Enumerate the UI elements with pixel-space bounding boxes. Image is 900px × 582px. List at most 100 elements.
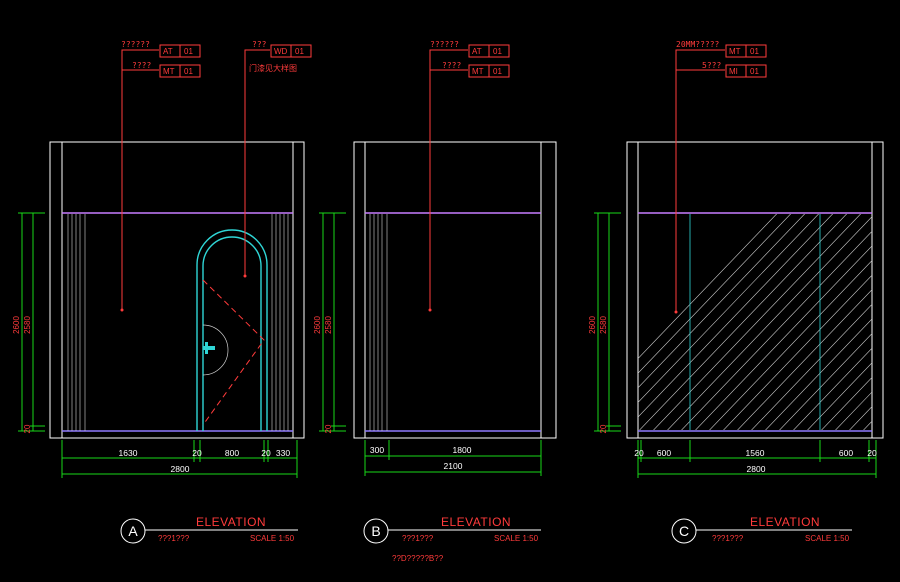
svg-text:WD: WD	[274, 47, 288, 56]
svg-text:5???: 5???	[702, 61, 721, 70]
svg-text:2800: 2800	[171, 464, 190, 474]
hatch-line	[821, 376, 872, 430]
door-note: 门漆见大样图	[249, 63, 297, 73]
horizontal-dimension-c: 20 600 1560 600 20 2800	[634, 440, 877, 478]
svg-text:??????: ??????	[121, 40, 150, 49]
svg-text:2580: 2580	[599, 316, 608, 334]
svg-text:01: 01	[750, 67, 759, 76]
horizontal-dimension-a: 1630 20 800 20 330 2800	[61, 440, 298, 478]
svg-text:20: 20	[192, 448, 202, 458]
hatch-line	[751, 303, 872, 430]
svg-text:20: 20	[324, 424, 333, 433]
hatch-line	[638, 214, 819, 403]
svg-text:01: 01	[750, 47, 759, 56]
title-block-a: A ELEVATION ???1??? SCALE 1:50	[120, 515, 298, 544]
elevation-marker-c	[671, 518, 697, 544]
material-tag-wd-a: ??? WD 01 门漆见大样图	[249, 40, 312, 73]
vertical-dimension-a: 2600 2580 20	[12, 212, 45, 433]
svg-text:20: 20	[634, 448, 644, 458]
hatch-line	[868, 200, 900, 440]
hatch-line	[709, 260, 872, 430]
svg-text:300: 300	[370, 445, 384, 455]
svg-text:01: 01	[493, 47, 502, 56]
hatch-line	[723, 274, 872, 430]
svg-text:20: 20	[261, 448, 271, 458]
svg-text:01: 01	[184, 47, 193, 56]
hatch-line	[737, 289, 872, 430]
wall-frame-b	[353, 141, 557, 439]
svg-text:20: 20	[599, 424, 608, 433]
wall-frame-c	[626, 141, 884, 439]
svg-text:1560: 1560	[746, 448, 765, 458]
hatch-line	[667, 216, 872, 430]
svg-text:01: 01	[295, 47, 304, 56]
svg-text:??????: ??????	[430, 40, 459, 49]
svg-text:2600: 2600	[12, 316, 21, 334]
hatch-line	[638, 214, 791, 374]
title-block-b: B ELEVATION ???1??? SCALE 1:50	[363, 515, 541, 544]
svg-text:B: B	[371, 523, 380, 539]
material-tag-mt-a: ???? MT 01	[132, 61, 201, 78]
svg-text:600: 600	[657, 448, 671, 458]
svg-text:MT: MT	[472, 67, 484, 76]
svg-text:???1???: ???1???	[402, 534, 434, 543]
svg-text:800: 800	[225, 448, 239, 458]
curtain-left-a	[67, 214, 86, 431]
svg-text:???1???: ???1???	[712, 534, 744, 543]
vertical-dimension-b: 2600 2580 20	[313, 212, 346, 433]
hatch-line	[896, 200, 900, 440]
title-block-c: C ELEVATION ???1??? SCALE 1:50	[671, 515, 852, 544]
hatch-line	[638, 214, 833, 418]
hatch-line	[882, 200, 900, 440]
hatch-line	[793, 347, 872, 430]
svg-text:2580: 2580	[23, 316, 32, 334]
wall-frame-a	[49, 141, 305, 439]
elevation-panel-c: 20MM????? MT 01 5??? MI 01 2600 2580 20	[588, 40, 900, 544]
svg-text:AT: AT	[472, 47, 482, 56]
svg-text:SCALE 1:50: SCALE 1:50	[494, 534, 539, 543]
svg-text:1800: 1800	[453, 445, 472, 455]
hatch-line	[779, 333, 872, 430]
svg-text:330: 330	[276, 448, 290, 458]
svg-text:????: ????	[132, 61, 151, 70]
hatch-line	[807, 362, 872, 430]
svg-text:A: A	[128, 523, 138, 539]
svg-text:C: C	[679, 523, 689, 539]
svg-text:20: 20	[23, 424, 32, 433]
material-tag-at-b: ?????? AT 01	[430, 40, 510, 58]
horizontal-dimension-b: 300 1800 2100	[364, 440, 542, 476]
svg-text:2580: 2580	[324, 316, 333, 334]
vertical-dimension-c: 2600 2580 20	[588, 212, 621, 433]
svg-text:MT: MT	[729, 47, 741, 56]
arched-door	[196, 229, 268, 431]
elevation-marker-a	[120, 518, 146, 544]
hatch-line	[835, 391, 872, 430]
material-tag-mt-b: ???? MT 01	[442, 61, 510, 78]
svg-text:20: 20	[867, 448, 877, 458]
elevation-panel-a: ?????? AT 01 ???? MT 01 ??? WD 01 门漆见大样图	[12, 40, 312, 544]
hatch-line	[653, 214, 861, 430]
svg-text:MI: MI	[729, 67, 738, 76]
elevation-panel-b: ?????? AT 01 ???? MT 01 2600 2580 20	[313, 40, 557, 563]
svg-text:01: 01	[493, 67, 502, 76]
svg-text:???1???: ???1???	[158, 534, 190, 543]
svg-text:600: 600	[839, 448, 853, 458]
curtain-right-a	[271, 214, 289, 431]
svg-text:AT: AT	[163, 47, 173, 56]
svg-text:01: 01	[184, 67, 193, 76]
material-tag-mt-c: 20MM????? MT 01	[676, 40, 767, 58]
hatch-line	[638, 214, 777, 360]
svg-text:MT: MT	[163, 67, 175, 76]
hatch-line	[695, 245, 872, 430]
curtain-left-b	[369, 214, 388, 431]
mirror-hatch	[638, 200, 900, 440]
svg-text:20MM?????: 20MM?????	[676, 40, 720, 49]
hatch-line	[849, 406, 872, 430]
material-tag-at-a: ?????? AT 01	[121, 40, 201, 58]
hatch-line	[638, 214, 805, 389]
sheet-caption: ??D?????B??	[392, 554, 444, 563]
hatch-line	[681, 230, 872, 430]
svg-text:????: ????	[442, 61, 461, 70]
svg-text:???: ???	[252, 40, 267, 49]
hatch-line	[765, 318, 872, 430]
